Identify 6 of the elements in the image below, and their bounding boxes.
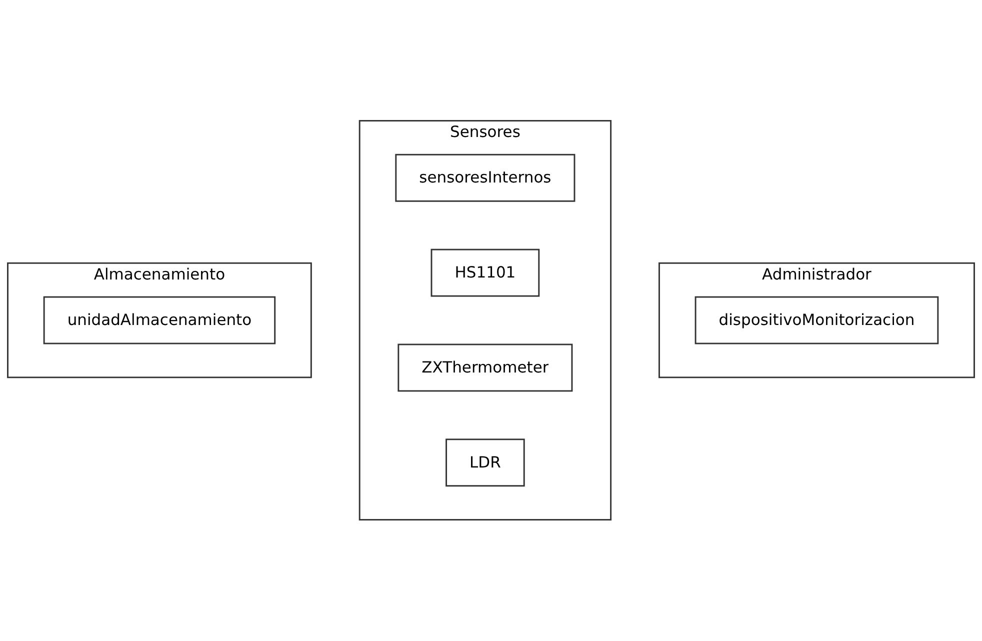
node-box: LDR	[446, 438, 525, 487]
node-box: dispositivoMonitorizacion	[694, 296, 939, 344]
node-box: unidadAlmacenamiento	[43, 296, 276, 344]
node-box: ZXThermometer	[398, 344, 573, 392]
node-box: sensoresInternos	[395, 154, 576, 202]
node-box: HS1101	[430, 249, 540, 298]
